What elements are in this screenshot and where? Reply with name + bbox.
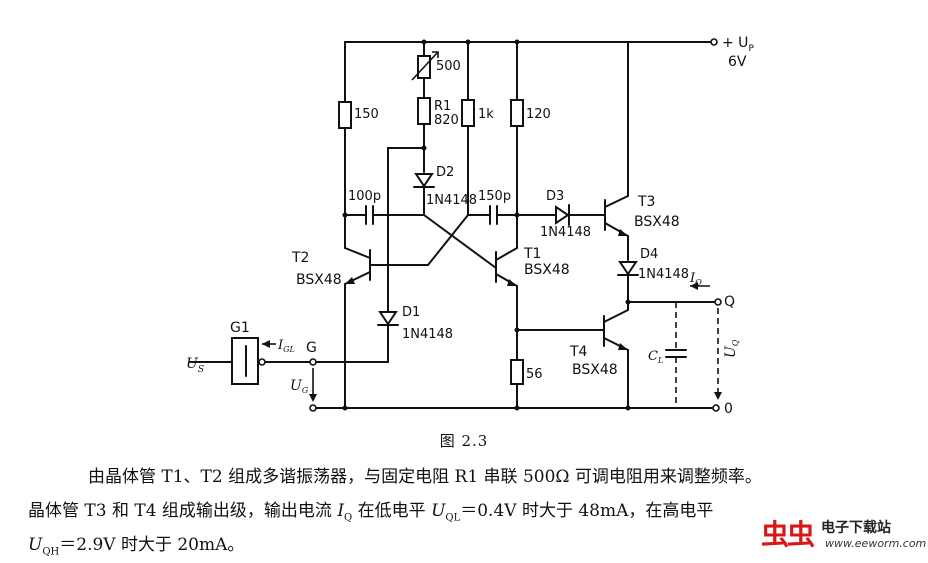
- d2-name-label: D2: [436, 165, 454, 180]
- d3-part-label: 1N4148: [540, 225, 591, 240]
- watermark-logo: 虫虫 电子下载站 www.eeworm.com: [757, 513, 926, 557]
- transistor-t4: [516, 301, 629, 409]
- t3-name-label: T3: [637, 194, 655, 210]
- transistor-t2: [344, 247, 371, 409]
- resistor-120: [510, 41, 524, 249]
- d1-feed-wire: [387, 145, 427, 313]
- r1-name-label: R1: [434, 99, 451, 114]
- resistor-1k: [461, 41, 475, 216]
- diode-d4: [617, 261, 639, 305]
- supply-label: + UP: [722, 35, 754, 54]
- r1-value-label: 820: [434, 113, 459, 128]
- t1-part-label: BSX48: [524, 262, 570, 278]
- circuit-schematic: + UP 6V 0 150 500 R1 820 D2 1N4148: [186, 35, 754, 417]
- d1-part-label: 1N4148: [402, 327, 453, 342]
- d3-name-label: D3: [546, 189, 564, 204]
- t3-part-label: BSX48: [634, 214, 680, 230]
- resistor-120-label: 120: [526, 107, 551, 122]
- c100p-label: 100p: [348, 189, 381, 204]
- capacitor-150p: [467, 205, 520, 225]
- cl-label: CL: [648, 349, 663, 365]
- resistor-r1: [417, 97, 431, 173]
- supply-voltage: 6V: [728, 54, 747, 70]
- paragraph-3: UQH＝2.9V 时大于 20mA。: [28, 535, 245, 558]
- ug-arrow: [309, 368, 317, 402]
- capacitor-100p: [342, 205, 425, 225]
- d2-part-label: 1N4148: [426, 193, 477, 208]
- iq-label: IQ: [689, 271, 702, 287]
- ground-rail: [309, 404, 720, 412]
- t4-name-label: T4: [569, 344, 588, 360]
- resistor-150: [338, 41, 352, 249]
- diode-d2: [413, 173, 435, 216]
- d4-part-label: 1N4148: [638, 267, 689, 282]
- paragraph-1: 由晶体管 T1、T2 组成多谐振荡器，与固定电阻 R1 串联 500Ω 可调电阻…: [88, 467, 762, 487]
- watermark-url: www.eeworm.com: [825, 537, 927, 550]
- resistor-150-label: 150: [354, 107, 379, 122]
- ground-label: 0: [724, 401, 733, 417]
- diode-d3: [516, 204, 606, 226]
- figure-caption: 图 2.3: [439, 432, 489, 450]
- gate-g1: [189, 337, 266, 385]
- resistor-1k-label: 1k: [478, 107, 494, 122]
- load-capacitor: [665, 302, 687, 408]
- cross-coupling: [369, 214, 497, 269]
- t2-part-label: BSX48: [296, 272, 342, 288]
- transistor-t1: [495, 247, 518, 361]
- igl-arrow: [262, 340, 276, 348]
- t4-part-label: BSX48: [572, 362, 618, 378]
- igl-label: IGL: [277, 338, 295, 354]
- t2-name-label: T2: [291, 250, 309, 266]
- us-label: US: [186, 356, 204, 375]
- q-node-label: Q: [724, 294, 735, 310]
- transistor-t3: [604, 41, 629, 261]
- d1-name-label: D1: [402, 305, 420, 320]
- paragraph-2: 晶体管 T3 和 T4 组成输出级，输出电流 IQ 在低电平 UQL＝0.4V …: [28, 501, 714, 524]
- watermark-name: 电子下载站: [821, 520, 891, 536]
- uq-arrow: [714, 308, 722, 400]
- output-wire: [627, 282, 722, 306]
- d4-name-label: D4: [640, 247, 658, 262]
- g-node-label: G: [306, 340, 317, 356]
- g1-label: G1: [230, 320, 250, 336]
- watermark-mark: 虫虫: [761, 518, 815, 551]
- pot-label: 500: [436, 59, 461, 74]
- diode-d1: [263, 311, 399, 366]
- resistor-56-label: 56: [526, 367, 543, 382]
- potentiometer-500: [411, 41, 439, 99]
- ug-label: UG: [290, 378, 309, 395]
- c150p-label: 150p: [478, 189, 511, 204]
- uq-label: UQ: [723, 339, 740, 358]
- supply-rail: [344, 38, 718, 46]
- t1-name-label: T1: [523, 246, 541, 262]
